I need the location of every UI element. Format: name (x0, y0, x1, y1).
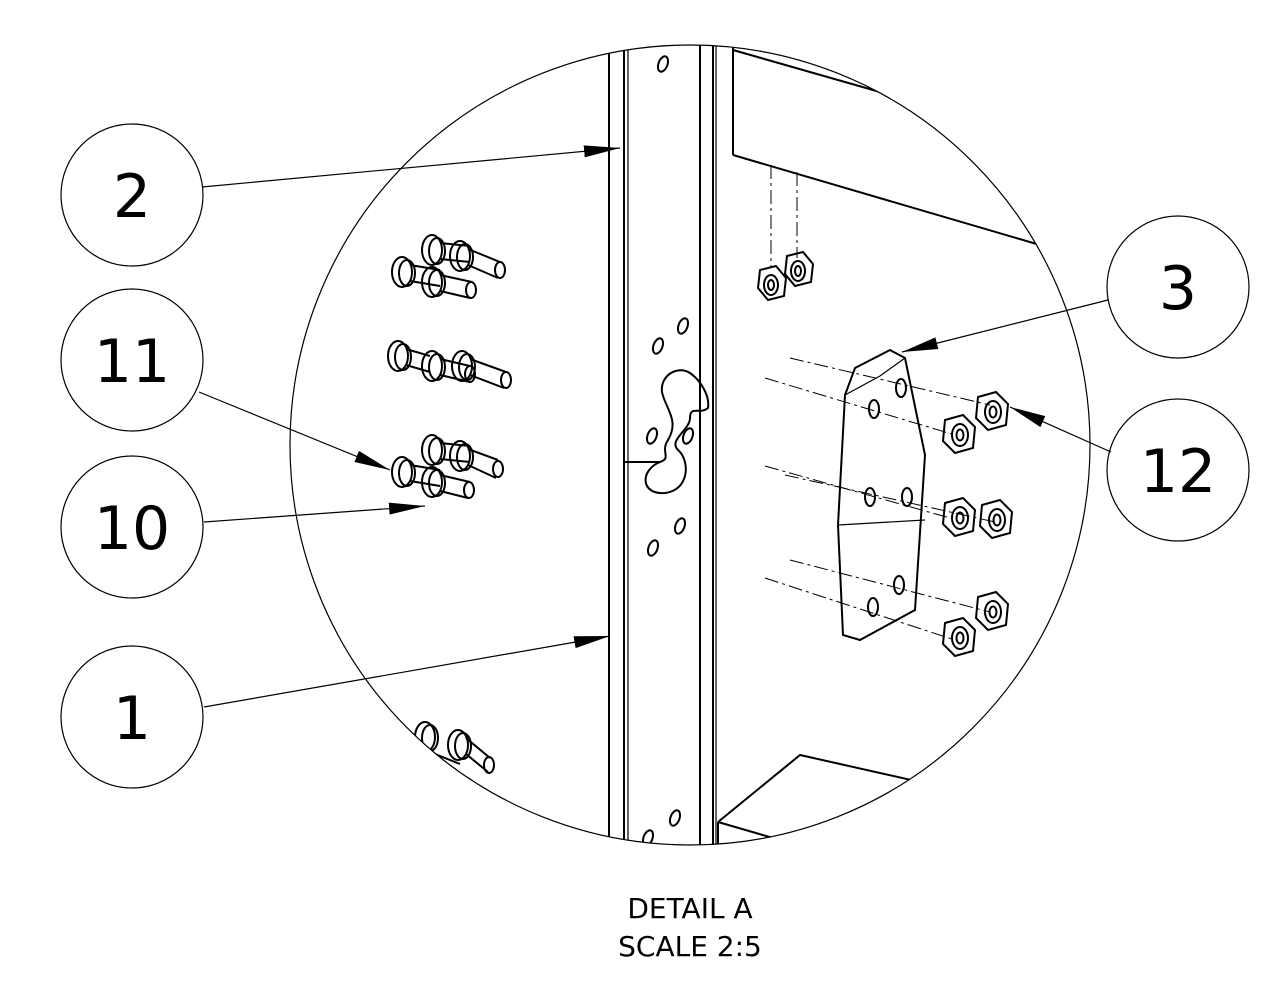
detail-view-geometry (387, 45, 1041, 845)
balloon-10-label: 10 (94, 494, 170, 564)
bolt-group-2 (387, 340, 512, 389)
balloon-2-label: 2 (113, 162, 151, 232)
bolt-group-3 (391, 434, 504, 499)
post-holes (641, 55, 695, 845)
upper-rail (732, 45, 1041, 246)
leader-3 (901, 299, 1109, 353)
upper-nut-pair (756, 250, 815, 302)
balloon-1: 1 (60, 645, 204, 789)
balloon-12-label: 12 (1140, 437, 1216, 507)
right-nuts (941, 390, 1014, 658)
detail-boundary-circle (289, 44, 1091, 846)
bolt-group-4 (414, 721, 495, 774)
balloon-1-label: 1 (113, 684, 151, 754)
lower-rail (717, 753, 1001, 845)
balloon-3-label: 3 (1159, 254, 1197, 324)
upper-nut-center-lines (770, 165, 798, 268)
leader-lines (198, 145, 1112, 708)
balloon-12: 12 (1106, 398, 1250, 542)
vertical-post (608, 45, 717, 845)
plate-holes (864, 378, 913, 617)
balloon-11-label: 11 (94, 327, 170, 397)
balloon-2: 2 (60, 123, 204, 267)
post-slot-cutout (644, 369, 710, 495)
balloon-3: 3 (1106, 215, 1250, 359)
balloon-11: 11 (60, 288, 204, 432)
leader-1 (203, 635, 611, 708)
balloon-10: 10 (60, 455, 204, 599)
leader-11 (198, 391, 391, 471)
detail-title: DETAIL A (627, 892, 752, 925)
leader-2 (201, 145, 621, 188)
leader-10 (203, 502, 426, 523)
splice-plate (836, 348, 927, 642)
plate-bolt-center-lines (764, 357, 996, 641)
detail-scale: SCALE 2:5 (618, 930, 762, 963)
bolt-group-1 (391, 234, 506, 299)
leader-12 (1009, 406, 1112, 453)
left-bolt-groups (387, 234, 512, 774)
